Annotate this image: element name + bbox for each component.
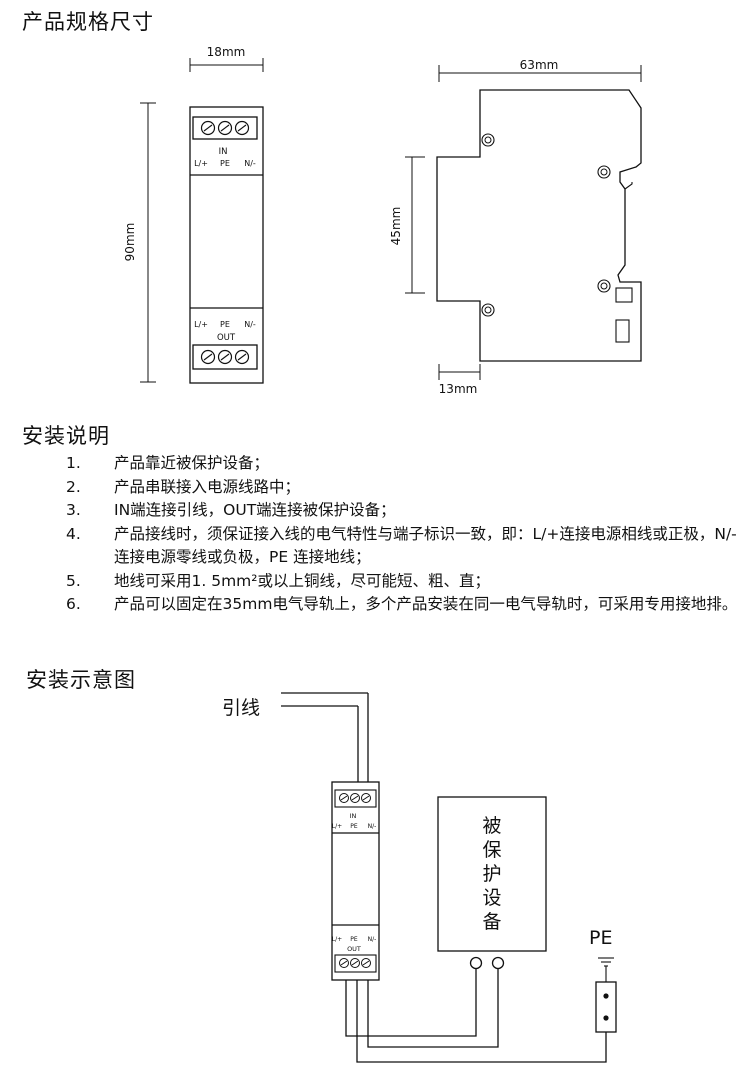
in-label: IN [350, 812, 357, 820]
in-label: IN [219, 147, 228, 157]
instruction-number: 4. [66, 524, 81, 543]
wiring-diagram: 引线 IN L/+ PE N/- L/+ PE N/- OUT [222, 692, 617, 1063]
instruction-number: 3. [66, 501, 81, 519]
diagram-title: 安装示意图 [26, 668, 136, 692]
line-terminal-label: L/+ [194, 159, 208, 168]
device-label-char: 设 [482, 887, 501, 909]
out-label: OUT [347, 945, 361, 953]
pe-terminal-label: PE [350, 936, 358, 943]
neutral-terminal-label: N/- [244, 159, 256, 168]
neutral-terminal-label: N/- [368, 823, 377, 830]
rail-offset-dimension: 13mm [438, 364, 481, 396]
neutral-terminal-label: N/- [244, 320, 256, 329]
ground-label: PE [589, 927, 612, 949]
output-terminal-block [192, 344, 258, 370]
install-title: 安装说明 [22, 424, 110, 448]
instruction-text: IN端连接引线，OUT端连接被保护设备； [114, 501, 396, 519]
module-body [189, 106, 264, 384]
instruction-item: 5. 地线可采用1. 5mm²或以上铜线，尽可能短、粗、直； [66, 570, 742, 594]
depth-label: 63mm [520, 58, 559, 72]
device-terminal [469, 956, 483, 970]
instruction-number: 2. [66, 477, 81, 496]
input-terminal-block [192, 116, 258, 140]
instruction-text: 产品可以固定在35mm电气导轨上，多个产品安装在同一电气导轨时，可采用专用接地排… [114, 595, 738, 613]
side-view: 63mm 45mm 13mm [389, 58, 642, 396]
instruction-number: 6. [66, 595, 81, 613]
spd-module [331, 781, 380, 981]
instruction-text: 地线可采用1. 5mm²或以上铜线，尽可能短、粗、直； [114, 571, 490, 590]
instruction-number: 5. [66, 571, 81, 590]
instruction-item: 1. 产品靠近被保护设备； [66, 452, 742, 476]
pe-terminal-label: PE [220, 320, 230, 329]
rail-height-dimension: 45mm [389, 156, 425, 294]
width-label: 18mm [207, 45, 246, 59]
rail-height-label: 45mm [389, 207, 403, 246]
width-dimension: 18mm [189, 45, 264, 72]
instruction-item: 4. 产品接线时，须保证接入线的电气特性与端子标识一致，即：L/+连接电源相线或正… [66, 523, 742, 570]
device-label-char: 备 [482, 911, 501, 933]
instruction-list: 1. 产品靠近被保护设备； 2. 产品串联接入电源线路中； 3. IN端连接引线，OU… [66, 452, 742, 617]
device-label-char: 被 [482, 815, 501, 837]
instruction-text: 产品串联接入电源线路中； [114, 477, 301, 496]
pe-terminal-label: PE [220, 159, 230, 168]
pe-terminal-label: PE [350, 823, 358, 830]
height-label: 90mm [123, 223, 137, 262]
line-terminal-label: L/+ [332, 823, 342, 830]
device-label-char: 保 [482, 839, 501, 861]
depth-dimension: 63mm [438, 58, 642, 82]
front-view: 18mm 90mm IN L/+ PE N/- L/+ PE [123, 45, 264, 384]
instruction-text: 产品接线时，须保证接入线的电气特性与端子标识一致，即：L/+连接电源相线或正极，… [114, 524, 737, 567]
instruction-item: 3. IN端连接引线，OUT端连接被保护设备； [66, 499, 742, 523]
input-terminal-block [334, 789, 377, 808]
line-terminal-label: L/+ [332, 936, 342, 943]
ground-bar [595, 981, 617, 1033]
output-terminal-block [334, 954, 377, 973]
protected-device [437, 796, 547, 952]
out-label: OUT [217, 333, 236, 343]
lead-label: 引线 [222, 697, 260, 719]
line-terminal-label: L/+ [194, 320, 208, 329]
module-profile [436, 89, 642, 362]
rail-offset-label: 13mm [439, 382, 478, 396]
device-label-char: 护 [482, 863, 501, 885]
instruction-text: 产品靠近被保护设备； [114, 454, 270, 472]
instruction-number: 1. [66, 454, 81, 472]
instruction-item: 6. 产品可以固定在35mm电气导轨上，多个产品安装在同一电气导轨时，可采用专用接… [66, 593, 742, 617]
dimensions-title: 产品规格尺寸 [22, 10, 154, 34]
instruction-item: 2. 产品串联接入电源线路中； [66, 476, 742, 500]
device-terminal [491, 956, 505, 970]
neutral-terminal-label: N/- [368, 936, 377, 943]
height-dimension: 90mm [123, 102, 156, 383]
